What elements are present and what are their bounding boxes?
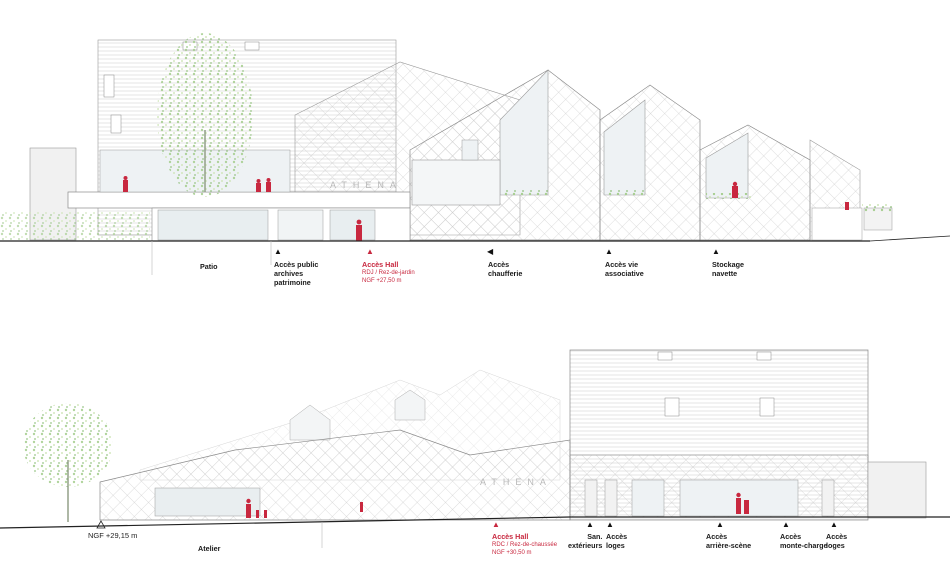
access-arrow-icon: ▲ [586,520,594,529]
tree-foliage [157,33,253,197]
access-arrow-icon: ▲ [712,247,720,256]
terrace-slab [67,191,411,209]
access-arrow-left-icon: ◀ [487,247,494,256]
label-monte-charge: Accès monte-charge [780,532,828,550]
ground-line-bottom [0,516,571,529]
access-arrow-icon: ▲ [830,520,838,529]
label-public-archives: Accès public archives patrimoine [274,260,319,287]
label-arriere-scene: Accès arrière-scène [706,532,752,550]
label-atelier: Atelier [198,544,221,553]
level-marker-icon [96,520,106,529]
label-vie-associative: Accès vie associative [605,260,644,278]
label-stockage: Stockage navette [712,260,744,278]
label-chaufferie: Accès chaufferie [488,260,523,278]
people-figures-top [123,176,849,241]
building-sign-bottom: ATHENA [480,477,552,487]
access-arrow-icon: ▲ [605,247,613,256]
people-figures-bottom [246,492,749,518]
label-loges-2: Accès loges [826,532,848,550]
tree-foliage-bottom [23,403,113,487]
label-hall-bottom: Accès Hall RDC / Rez-de-chaussée NGF +30… [492,532,558,556]
label-patio: Patio [200,262,218,271]
bottom-elevation [0,349,950,548]
access-arrow-icon: ▲ [716,520,724,529]
label-loges-1: Accès loges [606,532,628,550]
label-sanitaires: San. extérieurs [568,532,603,550]
access-arrow-icon: ▲ [782,520,790,529]
level-ngf: NGF +29,15 m [88,531,138,540]
hall-arrow-icon: ▲ [366,247,374,256]
hall-arrow-icon: ▲ [492,520,500,529]
label-hall-top: Accès Hall RDJ / Rez-de-jardin NGF +27,5… [362,260,415,284]
building-sign-top: ATHENA [330,180,402,190]
access-arrow-icon: ▲ [606,520,614,529]
top-elevation [0,33,950,275]
access-arrow-icon: ▲ [274,247,282,256]
